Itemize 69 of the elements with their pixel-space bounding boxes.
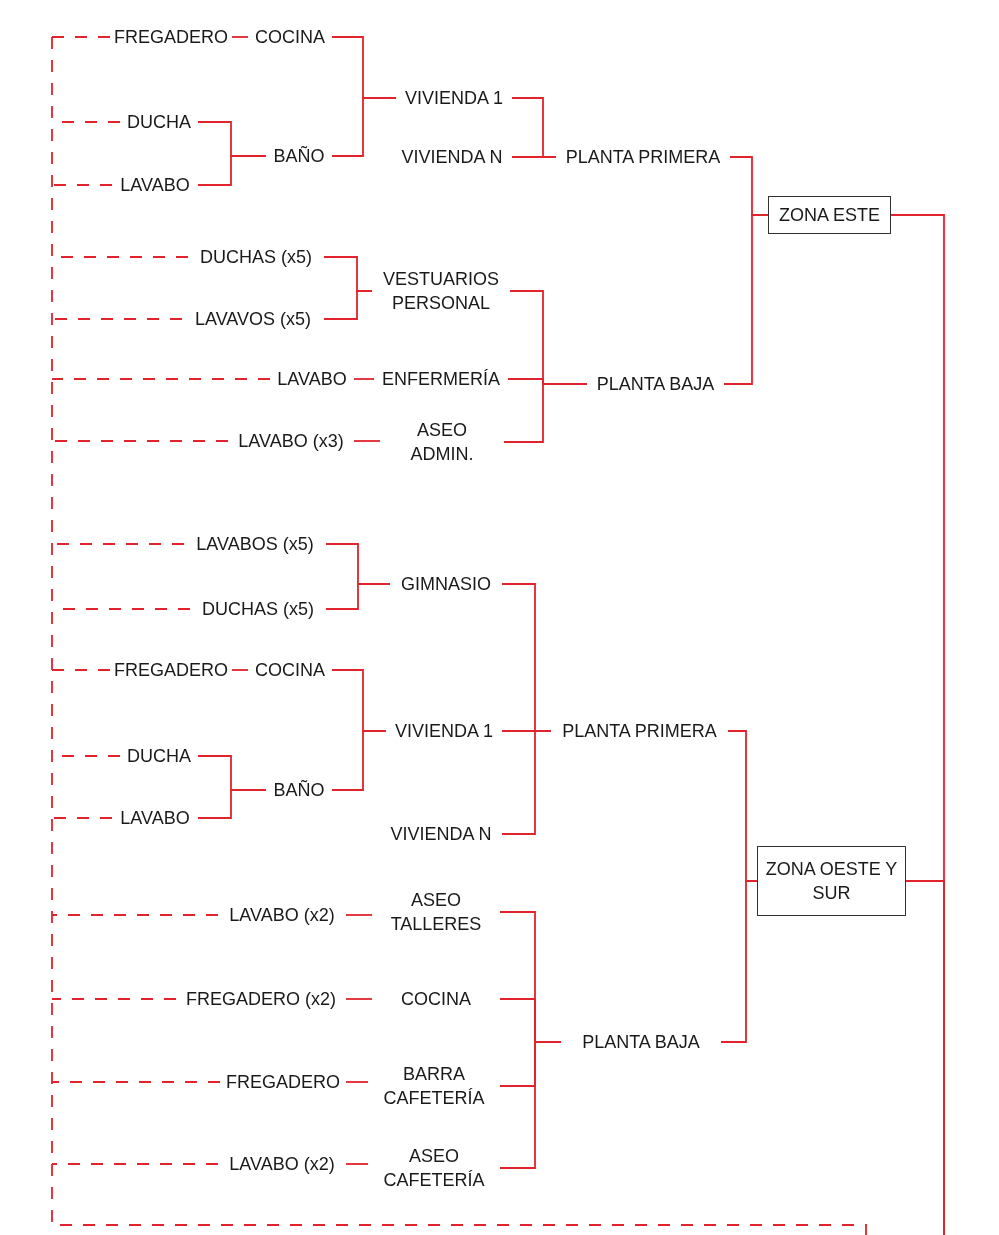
pipe-connector <box>345 1163 369 1165</box>
zone-box: ZONA OESTE Y SUR <box>757 846 906 916</box>
dashed-pipe <box>51 998 177 1000</box>
pipe-connector <box>345 1081 369 1083</box>
dashed-pipe <box>51 184 113 186</box>
pipe-connector <box>345 914 373 916</box>
tree-label: GIMNASIO <box>390 571 502 597</box>
pipe-connector <box>503 383 588 443</box>
tree-label: LAVABO <box>270 366 354 392</box>
tree-label: LAVABOS (x5) <box>184 531 326 557</box>
tree-label: DUCHA <box>120 109 198 135</box>
tree-label: LAVAVOS (x5) <box>182 306 324 332</box>
tree-label: DUCHAS (x5) <box>190 596 326 622</box>
pipe-connector <box>231 36 249 38</box>
tree-label: PLANTA BAJA <box>561 1029 721 1055</box>
dashed-pipe <box>51 669 111 671</box>
tree-label: PLANTA PRIMERA <box>556 144 730 170</box>
pipe-connector <box>325 583 391 610</box>
tree-label: FREGADERO <box>110 657 232 683</box>
tree-label: PLANTA BAJA <box>587 371 724 397</box>
dashed-pipe <box>51 1081 221 1083</box>
pipe-connector <box>197 789 267 819</box>
dashed-pipe <box>51 36 111 38</box>
tree-label: LAVABO (x3) <box>228 428 354 454</box>
tree-label: COCINA <box>372 986 500 1012</box>
pipe-connector <box>323 290 373 320</box>
pipe-connector <box>501 730 552 835</box>
tree-label: ASEO ADMIN. <box>380 417 504 467</box>
pipe-connector <box>353 440 381 442</box>
dashed-pipe <box>51 817 113 819</box>
dashed-pipe <box>51 1163 219 1165</box>
pipe-connector <box>905 880 945 1235</box>
tree-label: ENFERMERÍA <box>374 366 508 392</box>
pipe-connector <box>197 155 267 186</box>
tree-label: FREGADERO (x2) <box>176 986 346 1012</box>
pipe-connector <box>331 730 387 791</box>
tree-label: BAÑO <box>266 143 332 169</box>
tree-label: LAVABO <box>112 172 198 198</box>
tree-label: PLANTA PRIMERA <box>551 718 728 744</box>
dashed-pipe <box>51 378 271 380</box>
pipe-connector <box>720 880 758 1043</box>
pipe-connector <box>511 156 557 158</box>
tree-label: VIVIENDA 1 <box>386 718 502 744</box>
tree-label: LAVABO <box>112 805 198 831</box>
tree-label: DUCHA <box>120 743 198 769</box>
tree-label: DUCHAS (x5) <box>188 244 324 270</box>
pipe-connector <box>499 1041 562 1169</box>
tree-label: VESTUARIOS PERSONAL <box>372 266 510 316</box>
pipe-connector <box>231 669 249 671</box>
tree-label: BARRA CAFETERÍA <box>368 1061 500 1111</box>
pipe-connector <box>353 378 375 380</box>
tree-label: COCINA <box>248 657 332 683</box>
pipe-connector <box>345 998 373 1000</box>
tree-label: VIVIENDA N <box>392 144 512 170</box>
tree-label: LAVABO (x2) <box>218 1151 346 1177</box>
tree-label: BAÑO <box>266 777 332 803</box>
tree-label: ASEO TALLERES <box>372 887 500 937</box>
pipe-connector <box>331 97 397 157</box>
tree-label: FREGADERO <box>220 1069 346 1095</box>
dashed-pipe <box>51 914 219 916</box>
tree-label: FREGADERO <box>110 24 232 50</box>
tree-label: VIVIENDA N <box>380 821 502 847</box>
pipe-connector <box>723 214 769 385</box>
zone-box: ZONA ESTE <box>768 196 891 234</box>
tree-label: ASEO CAFETERÍA <box>368 1143 500 1193</box>
dashed-pipe <box>51 36 867 1235</box>
tree-label: COCINA <box>248 24 332 50</box>
tree-label: LAVABO (x2) <box>218 902 346 928</box>
tree-label: VIVIENDA 1 <box>396 85 512 111</box>
